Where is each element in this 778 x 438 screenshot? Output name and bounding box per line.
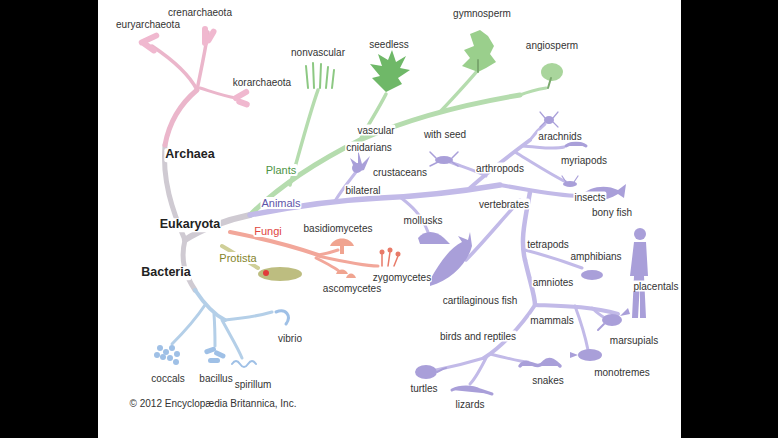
branch-label: euryarchaeota <box>115 19 181 30</box>
branch-label: spirillum <box>234 379 273 390</box>
plant-branches <box>250 70 546 215</box>
branch-label: lizards <box>455 399 486 410</box>
branch-label: coccals <box>150 373 185 384</box>
animal-icons <box>350 112 648 394</box>
kingdom-label: Animals <box>260 197 301 209</box>
branch-label: insects <box>573 192 606 203</box>
kingdom-label: Protista <box>218 252 257 264</box>
branch-label: arthropods <box>475 163 525 174</box>
branch-label: nonvascular <box>290 47 346 58</box>
branch-label: mammals <box>529 315 574 326</box>
branch-label: amniotes <box>532 277 575 288</box>
domain-label: Bacteria <box>140 266 191 280</box>
branch-label: angiosperm <box>525 40 579 51</box>
branch-label: cnidarians <box>345 142 393 153</box>
archaea-cells <box>138 26 251 108</box>
branch-label: with seed <box>423 129 467 140</box>
branch-label: ascomycetes <box>322 283 382 294</box>
bacteria-icons <box>154 311 288 367</box>
kingdom-label: Fungi <box>253 225 283 237</box>
branch-label: mollusks <box>403 215 444 226</box>
branch-label: cartilaginous fish <box>442 295 518 306</box>
bacteria-branches <box>172 290 272 358</box>
kingdom-label: Plants <box>265 164 298 176</box>
branch-label: placentals <box>632 281 679 292</box>
branch-label: seedless <box>368 39 409 50</box>
branch-label: vertebrates <box>478 199 530 210</box>
branch-label: zygomycetes <box>372 272 432 283</box>
branch-label: turtles <box>409 383 438 394</box>
branch-label: korarchaeota <box>232 77 292 88</box>
branch-label: birds and reptiles <box>439 331 517 342</box>
branch-label: myriapods <box>560 155 608 166</box>
branch-label: monotremes <box>593 367 651 378</box>
side-bar <box>681 0 778 438</box>
branch-label: gymnosperm <box>452 8 512 19</box>
domain-label: Eukaryota <box>159 218 221 232</box>
branch-label: arachnids <box>537 131 582 142</box>
branch-label: marsupials <box>609 335 659 346</box>
archaea-branches <box>152 32 236 145</box>
branch-label: bony fish <box>591 207 633 218</box>
copyright-note: © 2012 Encyclopædia Britannica, Inc. <box>129 398 298 409</box>
branch-label: tetrapods <box>526 239 570 250</box>
branch-label: vascular <box>356 125 395 136</box>
branch-label: bilateral <box>344 185 381 196</box>
side-bar <box>0 0 98 438</box>
branch-label: bacillus <box>198 373 233 384</box>
branch-label: crustaceans <box>372 167 428 178</box>
branch-label: amphibians <box>569 251 622 262</box>
branch-label: vibrio <box>277 333 303 344</box>
domain-label: Archaea <box>164 148 215 162</box>
branch-label: crenarchaeota <box>167 7 233 18</box>
branch-label: snakes <box>531 375 565 386</box>
animal-branches <box>250 124 618 384</box>
branch-label: basidiomycetes <box>303 223 374 234</box>
